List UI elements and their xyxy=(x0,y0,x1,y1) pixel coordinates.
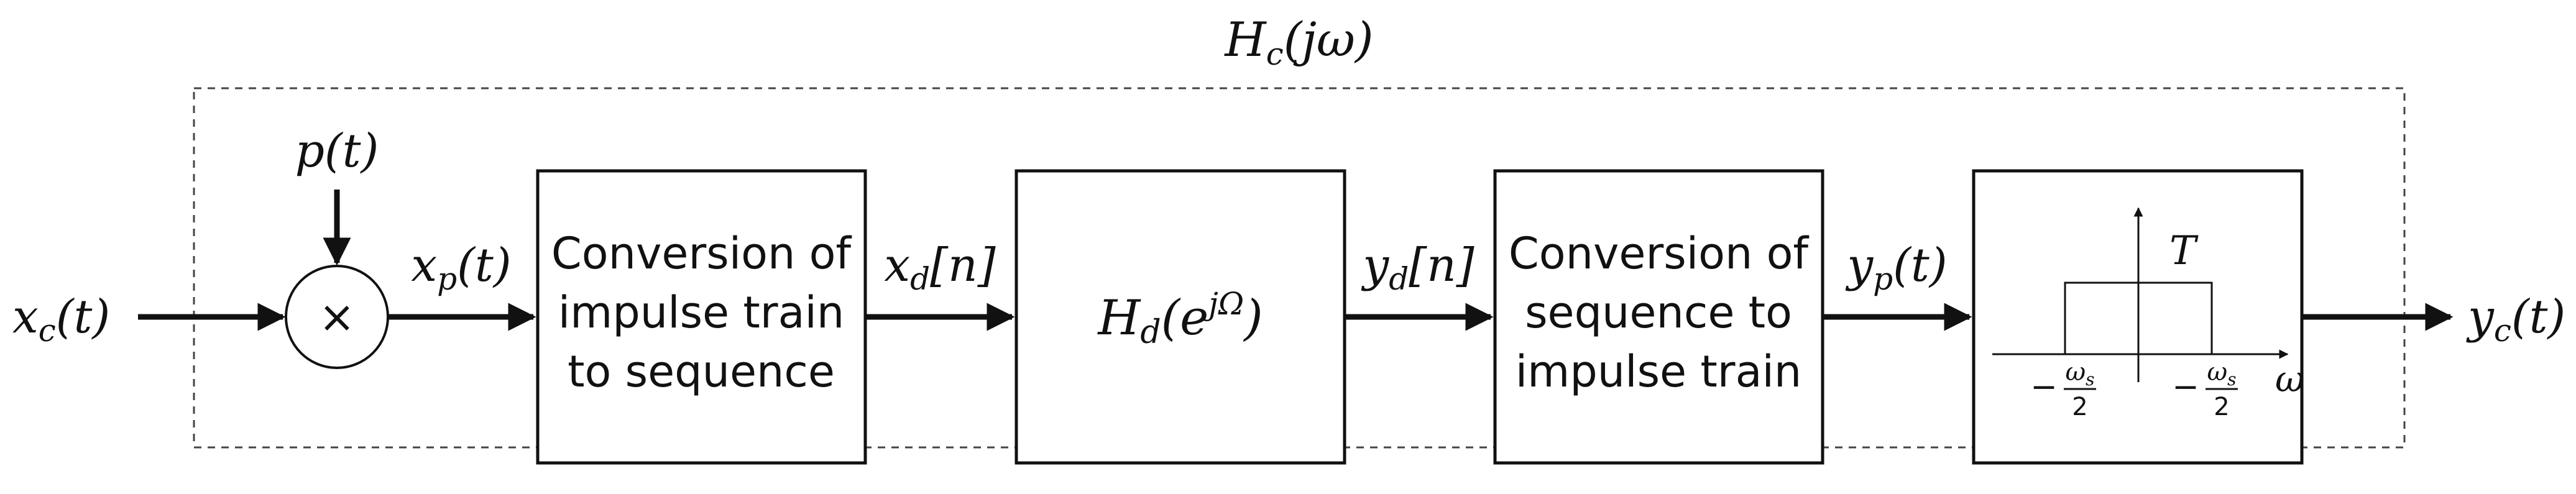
svg-text:2: 2 xyxy=(2072,393,2087,421)
sampling-label: p(t) xyxy=(295,124,379,178)
filter-axis-label: ω xyxy=(2275,358,2304,400)
d2c-line-2: sequence to xyxy=(1525,287,1792,338)
c2d-block xyxy=(536,169,867,465)
d2c-line-3: impulse train xyxy=(1516,346,1802,397)
svg-text:−: − xyxy=(2030,368,2058,406)
c2d-line-1: Conversion of xyxy=(551,228,852,279)
output-label: yc(t) xyxy=(2466,290,2565,349)
c2d-line-3: to sequence xyxy=(568,346,835,397)
hd-label: Hd(ejΩ) xyxy=(1097,286,1263,351)
multiplier-symbol: × xyxy=(319,291,356,342)
d2c-block xyxy=(1493,169,1824,465)
xd-label: xd[n] xyxy=(884,239,995,297)
hd-block xyxy=(1014,169,1346,465)
overall-system-label: Hc(jω) xyxy=(1223,12,1373,72)
svg-text:2: 2 xyxy=(2214,393,2229,421)
c2d-line-2: impulse train xyxy=(558,287,845,338)
d2c-line-1: Conversion of xyxy=(1509,228,1810,279)
filter-passband xyxy=(2064,281,2213,354)
yd-label: yd[n] xyxy=(1361,239,1474,297)
yp-label: yp(t) xyxy=(1845,239,1947,297)
filter-gain-label: T xyxy=(2169,228,2199,274)
svg-text:−: − xyxy=(2172,368,2199,406)
xp-label: xp(t) xyxy=(411,239,511,297)
input-label: xc(t) xyxy=(12,290,110,349)
